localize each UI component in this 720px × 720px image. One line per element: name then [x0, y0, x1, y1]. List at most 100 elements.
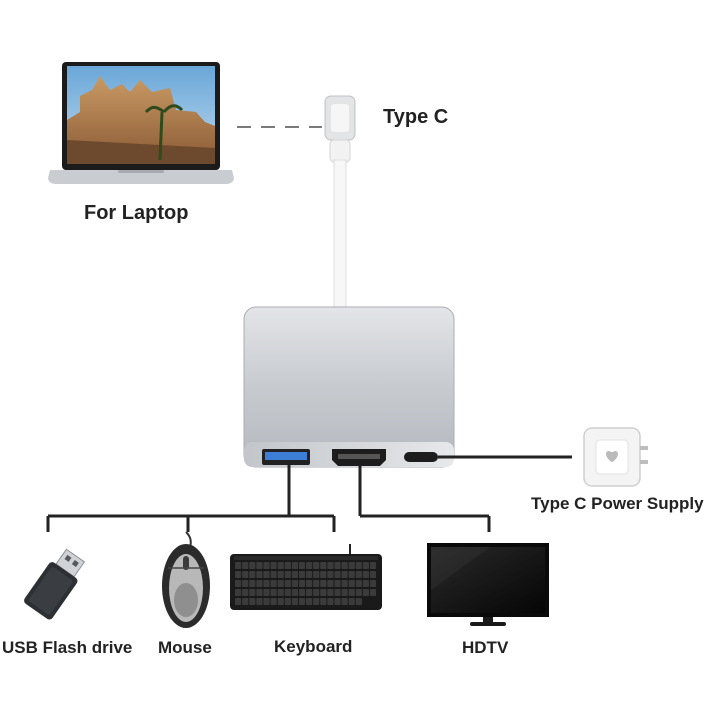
usb-flash-drive-label: USB Flash drive — [2, 638, 133, 657]
keyboard-key — [277, 580, 284, 587]
keyboard-key — [235, 562, 242, 569]
usb-c-port-icon — [404, 452, 438, 462]
keyboard-key — [263, 589, 270, 596]
keyboard-key — [327, 580, 334, 587]
keyboard-key — [369, 562, 377, 569]
for-laptop-label: For Laptop — [84, 202, 189, 224]
mouse-label: Mouse — [158, 638, 212, 657]
type-c-label: Type C — [383, 106, 449, 128]
tv-icon — [427, 543, 549, 626]
keyboard-key — [313, 571, 320, 578]
keyboard-key — [242, 562, 249, 569]
keyboard-key — [355, 580, 362, 587]
keyboard-key — [270, 562, 277, 569]
keyboard-key — [334, 580, 341, 587]
keyboard-key — [341, 580, 348, 587]
keyboard-key — [277, 589, 284, 596]
keyboard-key — [298, 589, 306, 596]
keyboard-label: Keyboard — [274, 637, 353, 656]
keyboard-key — [334, 562, 341, 569]
keyboard-key — [263, 598, 270, 605]
keyboard-key — [235, 571, 242, 578]
keyboard-key — [263, 562, 270, 569]
keyboard-key — [341, 589, 348, 596]
keyboard-key — [320, 589, 327, 596]
keyboard-key — [306, 580, 313, 587]
keyboard-key — [291, 571, 298, 578]
keyboard-key — [341, 562, 348, 569]
keyboard-key — [306, 589, 313, 596]
keyboard-key — [277, 562, 284, 569]
keyboard-key — [313, 580, 320, 587]
keyboard-key — [327, 589, 334, 596]
power-adapter-icon — [583, 427, 648, 487]
keyboard-key — [355, 562, 362, 569]
keyboard-key — [284, 580, 291, 587]
keyboard-key — [355, 571, 362, 578]
keyboard-key — [362, 589, 369, 596]
keyboard-key — [263, 580, 270, 587]
keyboard-key — [362, 571, 369, 578]
keyboard-key — [362, 580, 369, 587]
mouse-icon — [162, 531, 210, 628]
keyboard-key — [256, 571, 263, 578]
keyboard-key — [256, 562, 263, 569]
keyboard-key — [306, 598, 313, 605]
keyboard-key — [341, 571, 348, 578]
keyboard-key — [263, 571, 270, 578]
keyboard-key — [306, 571, 313, 578]
usb-c-cable-icon — [324, 95, 356, 311]
keyboard-key — [369, 571, 377, 578]
keyboard-key — [348, 571, 355, 578]
connection-lines — [46, 455, 572, 532]
hdtv-label: HDTV — [462, 638, 509, 657]
keyboard-key — [284, 598, 291, 605]
usb-port-icon — [265, 452, 307, 460]
keyboard-key — [313, 562, 320, 569]
keyboard-key — [298, 580, 306, 587]
keyboard-key — [277, 571, 284, 578]
keyboard-key — [284, 571, 291, 578]
keyboard-key — [369, 589, 377, 596]
usb-flash-drive-icon — [24, 548, 86, 620]
keyboard-key — [327, 598, 334, 605]
keyboard-key — [298, 571, 306, 578]
keyboard-key — [298, 598, 306, 605]
keyboard-key — [242, 571, 249, 578]
keyboard-key — [249, 562, 256, 569]
keyboard-key — [355, 598, 362, 605]
keyboard-key — [235, 598, 242, 605]
keyboard-key — [270, 580, 277, 587]
keyboard-key — [313, 598, 320, 605]
keyboard-key — [348, 562, 355, 569]
keyboard-key — [334, 571, 341, 578]
keyboard-key — [284, 589, 291, 596]
keyboard-key — [327, 571, 334, 578]
keyboard-key — [249, 598, 256, 605]
keyboard-key — [355, 589, 362, 596]
keyboard-key — [249, 580, 256, 587]
keyboard-key — [298, 562, 306, 569]
keyboard-key — [320, 580, 327, 587]
keyboard-key — [334, 589, 341, 596]
keyboard-key — [256, 589, 263, 596]
keyboard-key — [270, 571, 277, 578]
keyboard-key — [362, 562, 369, 569]
keyboard-key — [242, 598, 249, 605]
keyboard-key — [306, 562, 313, 569]
keyboard-key — [291, 562, 298, 569]
keyboard-key — [277, 598, 284, 605]
keyboard-key — [242, 580, 249, 587]
keyboard-key — [369, 580, 377, 587]
keyboard-key — [284, 562, 291, 569]
keyboard-key — [249, 571, 256, 578]
keyboard-key — [235, 580, 242, 587]
keyboard-key — [270, 589, 277, 596]
keyboard-key — [256, 598, 263, 605]
keyboard-key — [348, 589, 355, 596]
keyboard-icon — [230, 544, 382, 610]
keyboard-key — [348, 580, 355, 587]
adapter-hub-icon — [243, 306, 455, 468]
keyboard-key — [270, 598, 277, 605]
